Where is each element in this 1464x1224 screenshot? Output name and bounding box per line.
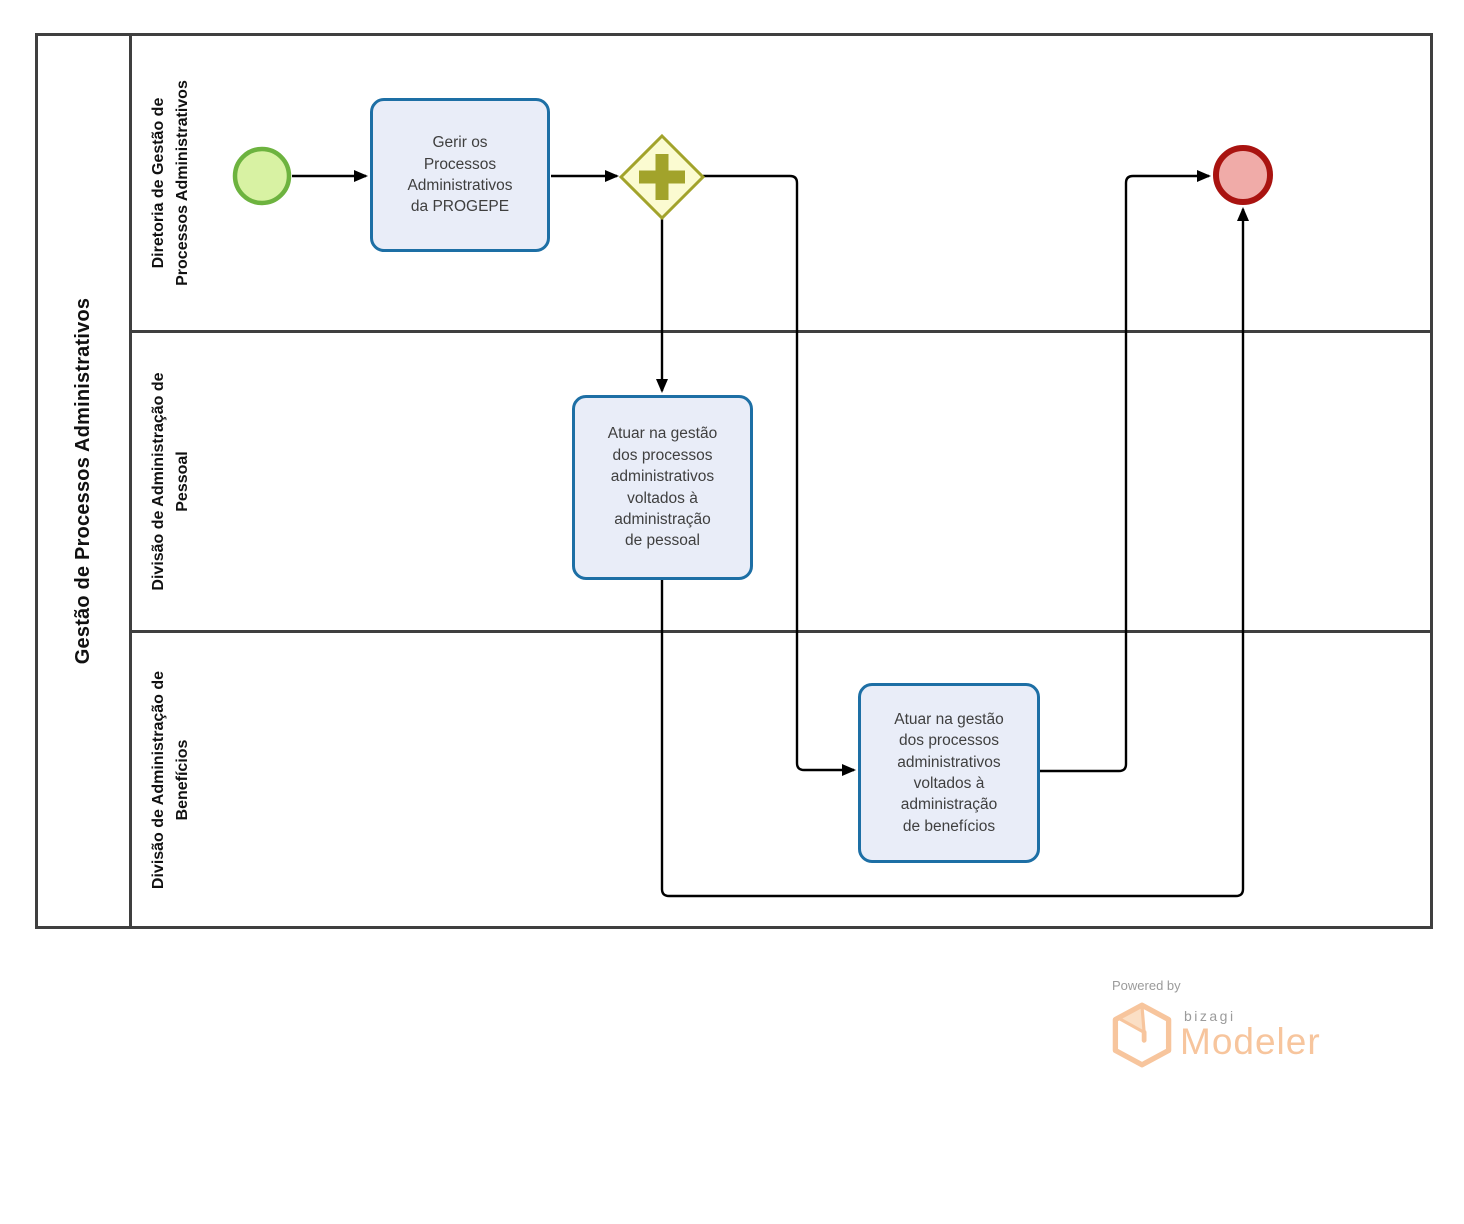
powered-by-label: Powered by xyxy=(1112,978,1181,993)
bizagi-brand-label: bizagi xyxy=(1184,1008,1236,1024)
task-gerir-processos: Gerir os Processos Administrativos da PR… xyxy=(370,98,550,252)
lane-label-pessoal: Divisão de Administração de Pessoal xyxy=(150,372,191,591)
task-gestao-beneficios-label: Atuar na gestão dos processos administra… xyxy=(894,710,1004,835)
task-gerir-processos-label: Gerir os Processos Administrativos da PR… xyxy=(407,134,513,216)
lane-label-beneficios: Divisão de Administração de Benefícios xyxy=(150,670,191,890)
lane-divider-1 xyxy=(131,330,1431,333)
pool-title-separator xyxy=(129,35,132,927)
task-gestao-pessoal: Atuar na gestão dos processos administra… xyxy=(572,395,753,580)
task-gestao-beneficios: Atuar na gestão dos processos administra… xyxy=(858,683,1040,863)
modeler-product-label: Modeler xyxy=(1180,1021,1321,1062)
task-gestao-pessoal-label: Atuar na gestão dos processos administra… xyxy=(607,425,718,550)
pool-gestao-de-processos xyxy=(35,33,1433,929)
bizagi-box-icon xyxy=(1112,1002,1172,1068)
lane-label-diretoria: Diretoria de Gestão de Processos Adminis… xyxy=(150,80,191,286)
lane-divider-2 xyxy=(131,630,1431,633)
pool-title: Gestão de Processos Administrativos xyxy=(71,297,94,665)
